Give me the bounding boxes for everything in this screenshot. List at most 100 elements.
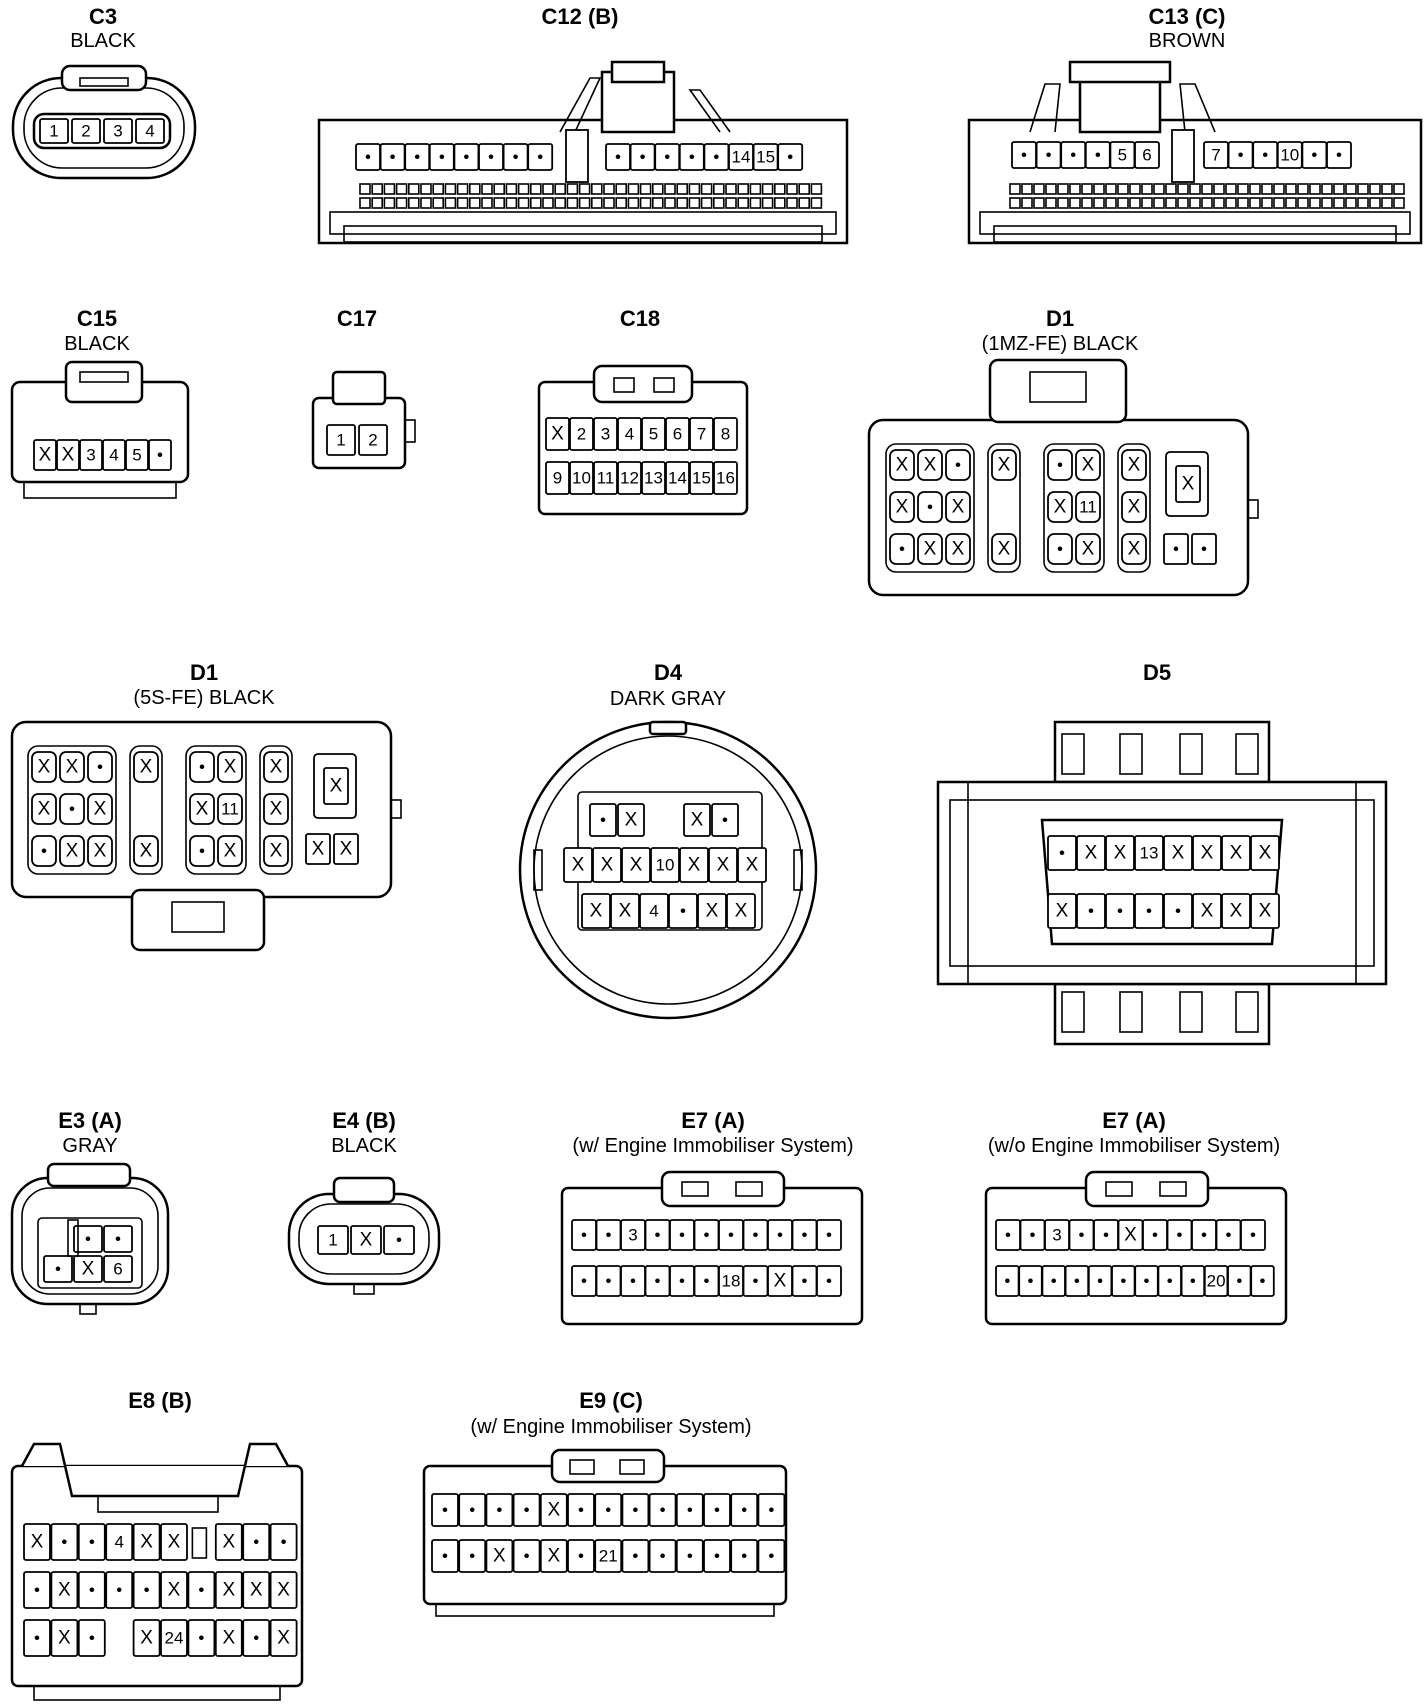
pin-label: • <box>714 1501 720 1520</box>
pin-cell <box>917 533 943 565</box>
pin-cell <box>103 1255 133 1283</box>
pin-label: 6 <box>113 1260 122 1279</box>
pin-cell <box>737 847 767 883</box>
pin-cell <box>711 803 739 837</box>
pin-cell <box>617 803 645 837</box>
pin-cell <box>539 1493 568 1527</box>
pin-label: • <box>581 1272 587 1291</box>
pin-label: • <box>1146 902 1152 921</box>
pin-label: 5 <box>1118 146 1127 165</box>
pin-label: X <box>896 497 909 518</box>
pin-cell <box>889 533 915 565</box>
pin-label: • <box>1079 1226 1085 1245</box>
pin-label: • <box>1144 1272 1150 1291</box>
pin-cell <box>132 1523 161 1561</box>
pin-cell <box>189 751 215 783</box>
connector-color: (1MZ-FE) BLACK <box>982 333 1139 355</box>
pin-cell <box>991 533 1017 565</box>
pin-label: • <box>69 800 75 819</box>
pin-cell <box>665 461 690 495</box>
connector-title: C15 <box>77 306 117 331</box>
pin-cell <box>816 1219 842 1251</box>
pin-label: • <box>899 540 905 559</box>
pin-label: 10 <box>572 469 591 488</box>
pin-cell <box>757 1539 786 1573</box>
pin-label: • <box>1074 1272 1080 1291</box>
pin-cell <box>991 449 1017 481</box>
pin-label: • <box>89 1581 95 1600</box>
pin-cell <box>592 847 622 883</box>
pin-label: • <box>390 148 396 167</box>
pin-label: • <box>199 842 205 861</box>
pin-label: • <box>1059 844 1065 863</box>
pin-label: X <box>360 1230 373 1251</box>
pin-cell <box>160 1571 188 1609</box>
connector-title: D4 <box>654 660 683 685</box>
pin-label: • <box>116 1581 122 1600</box>
pin-label: • <box>1336 146 1342 165</box>
pin-label: X <box>1114 843 1127 864</box>
pin-label: X <box>625 810 638 831</box>
pin-label: • <box>198 1581 204 1600</box>
pin-cell <box>23 1619 51 1657</box>
pin-cell <box>56 439 80 471</box>
pin-label: X <box>224 841 237 862</box>
pin-label: • <box>1260 1272 1266 1291</box>
pin-cell <box>431 1493 459 1527</box>
pin-cell <box>757 1493 786 1527</box>
pin-label: X <box>572 855 585 876</box>
connector-color: BLACK <box>331 1135 397 1157</box>
pin-label: X <box>38 799 51 820</box>
pin-label: 11 <box>1079 498 1097 517</box>
pin-cell <box>187 1571 216 1609</box>
pin-label: X <box>619 901 632 922</box>
pin-cell <box>1047 893 1077 929</box>
pin-label: • <box>157 446 163 465</box>
pin-label: X <box>1259 901 1272 922</box>
pin-cell <box>485 1493 514 1527</box>
pin-label: • <box>414 148 420 167</box>
pin-cell <box>79 439 103 471</box>
pin-cell <box>87 835 113 867</box>
pin-cell <box>1076 893 1106 929</box>
pin-label: • <box>537 148 543 167</box>
pin-label: • <box>927 498 933 517</box>
pin-label: 11 <box>221 800 239 819</box>
pin-cell <box>1047 491 1073 523</box>
pin-label: • <box>1201 1226 1207 1245</box>
connector-note: (w/ Engine Immobiliser System) <box>572 1135 853 1157</box>
pin-label: • <box>469 1501 475 1520</box>
pin-label: X <box>1201 843 1214 864</box>
pin-cell <box>589 803 617 837</box>
pin-label: 1 <box>336 431 345 450</box>
pin-cell <box>567 1493 595 1527</box>
pin-label: X <box>39 445 52 466</box>
pin-cell <box>1075 491 1101 523</box>
pin-cell <box>889 449 915 481</box>
pin-label: X <box>1124 1225 1137 1246</box>
pin-cell <box>242 1619 271 1657</box>
pin-cell <box>1326 141 1352 169</box>
pin-label: • <box>664 148 670 167</box>
pin-cell <box>617 417 642 451</box>
pin-label: • <box>714 1547 720 1566</box>
pin-cell <box>641 417 666 451</box>
pin-label: • <box>496 1501 502 1520</box>
pin-label: • <box>768 1547 774 1566</box>
pin-label: • <box>1005 1226 1011 1245</box>
pin-label: X <box>340 839 353 860</box>
pin-label: • <box>826 1226 832 1245</box>
pin-cell <box>77 1619 106 1657</box>
pin-label: • <box>655 1226 661 1245</box>
pin-label: • <box>606 1272 612 1291</box>
pin-label: X <box>1182 474 1195 495</box>
pin-label: 8 <box>721 425 730 444</box>
pin-label: X <box>62 445 75 466</box>
pin-label: • <box>1120 1272 1126 1291</box>
pin-cell <box>160 1523 188 1561</box>
pin-label: X <box>94 799 107 820</box>
pin-label: X <box>38 757 51 778</box>
pin-label: • <box>1057 456 1063 475</box>
